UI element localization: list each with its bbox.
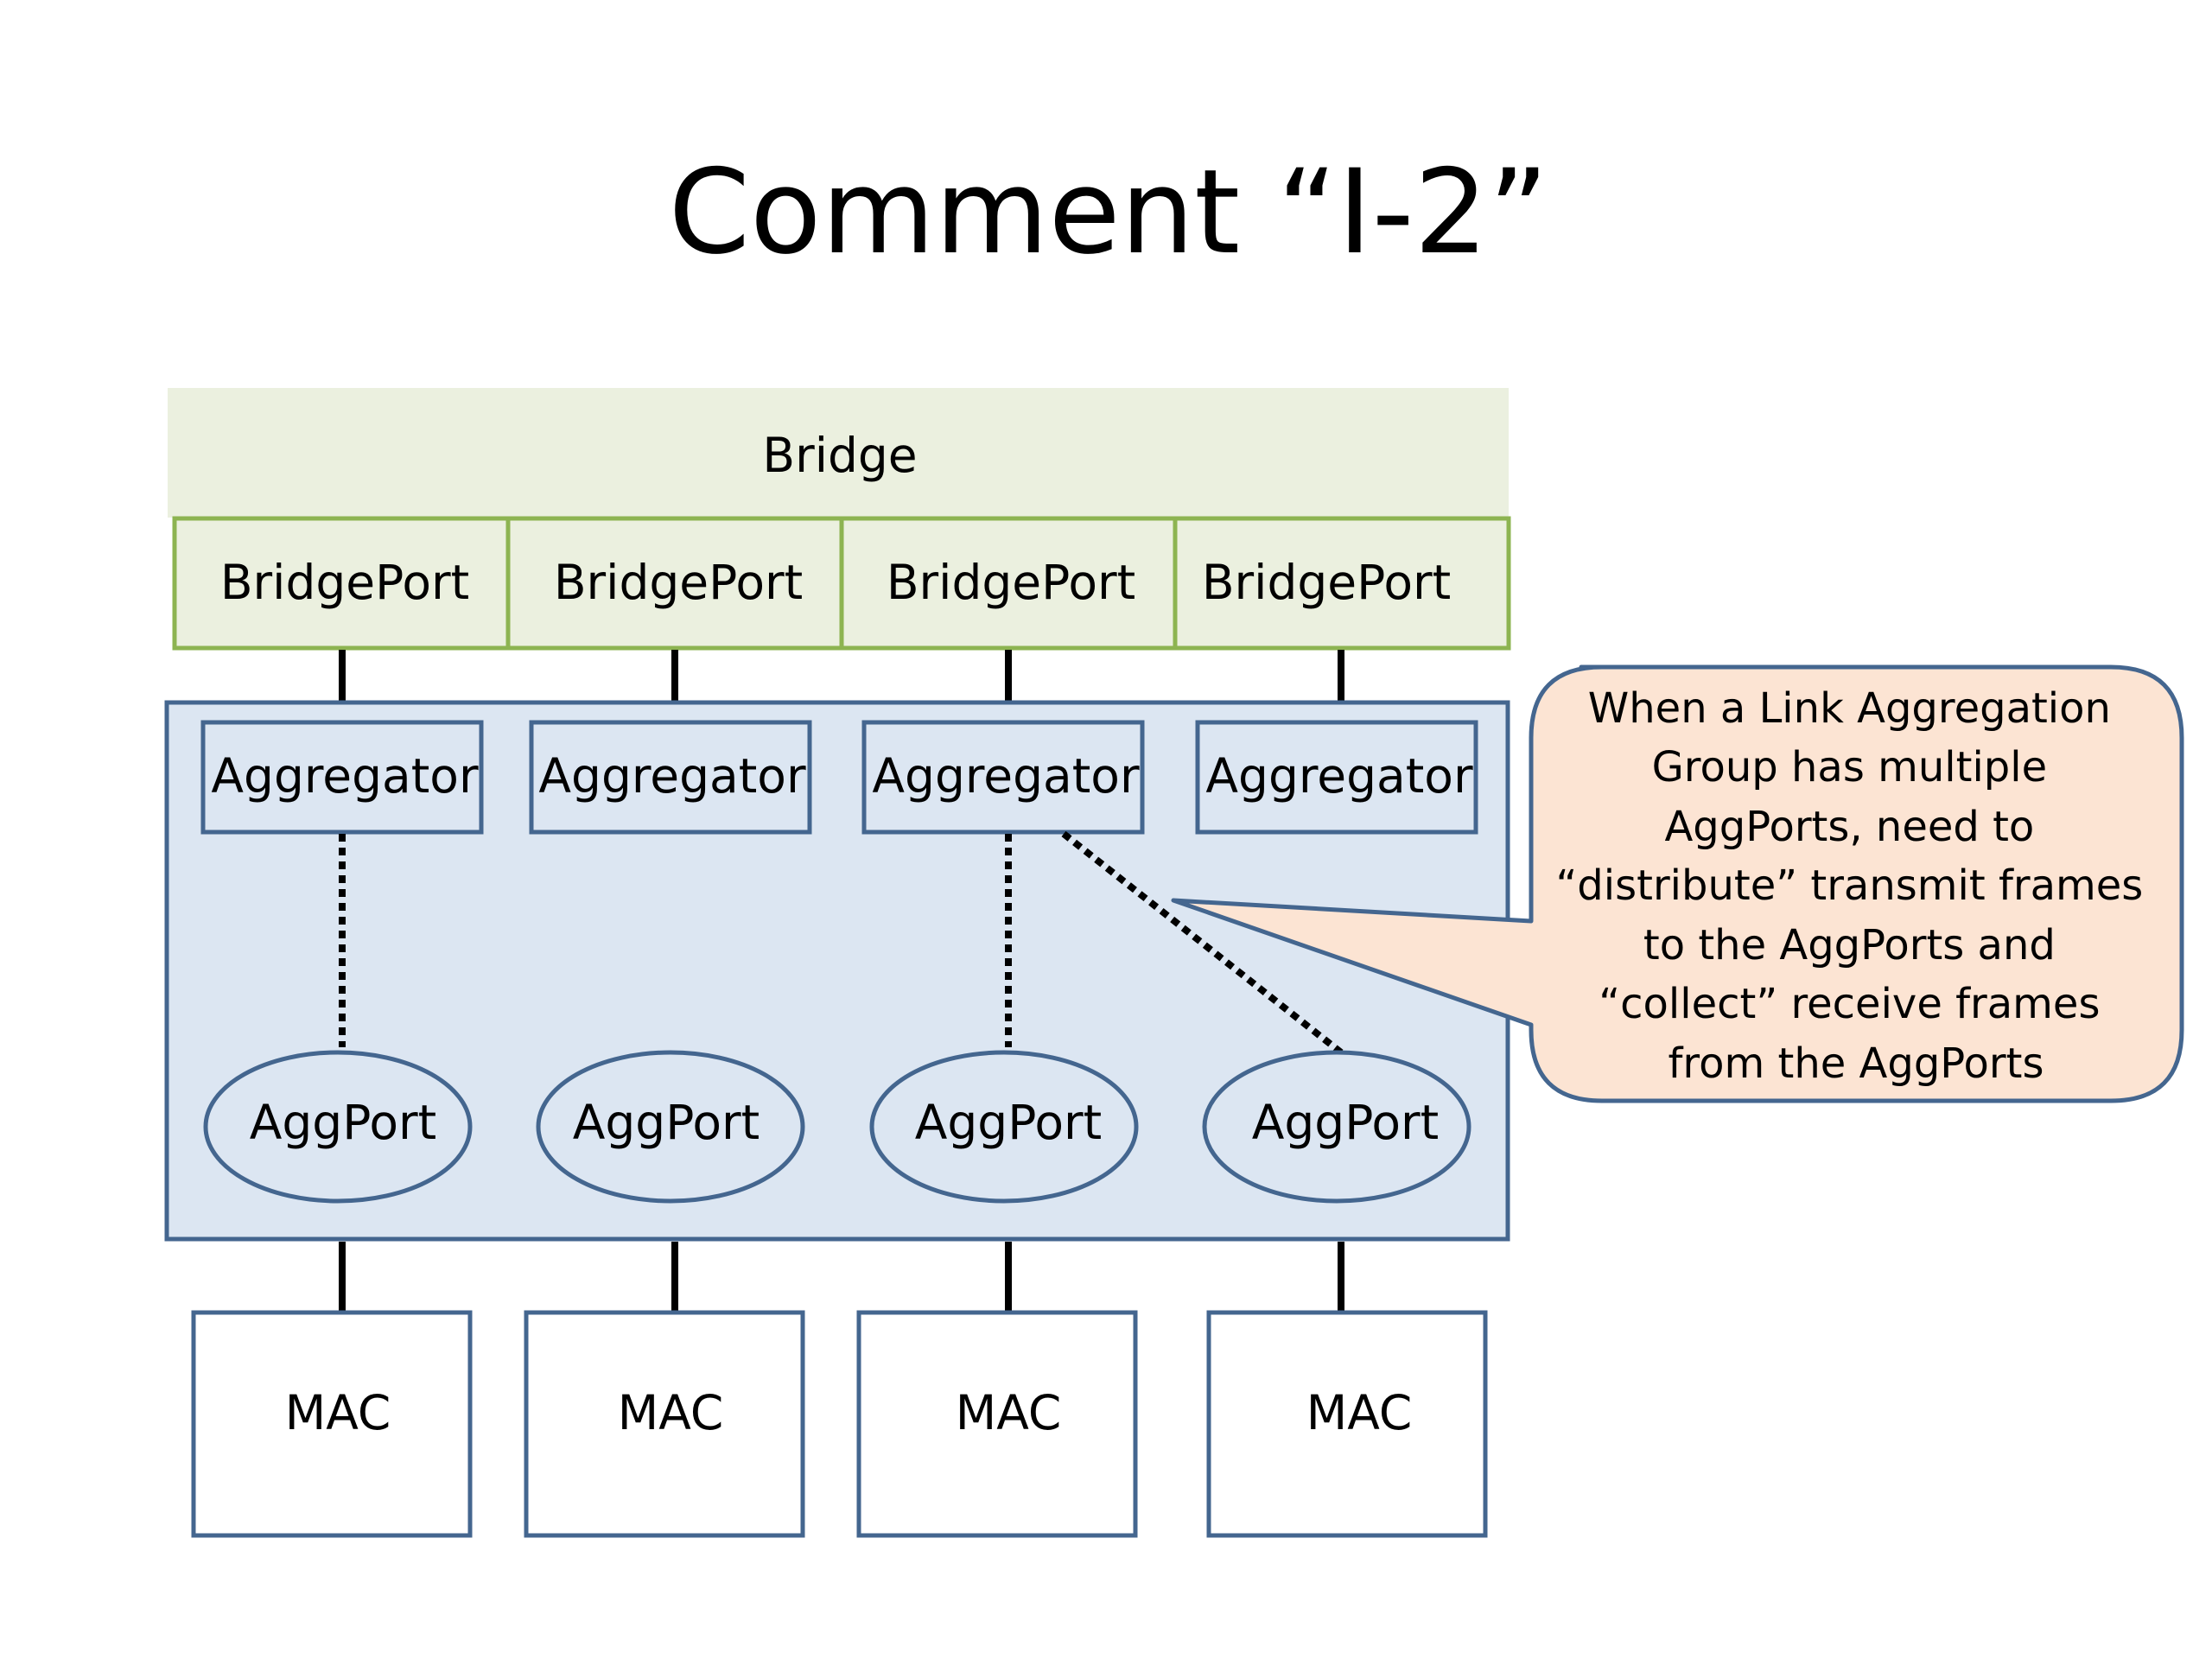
aggport-3: AggPort xyxy=(869,1050,1139,1204)
bridge-label: Bridge xyxy=(762,428,917,483)
aggregator-label: Aggregator xyxy=(538,748,806,804)
mac-2: MAC xyxy=(524,1310,805,1538)
mac-label: MAC xyxy=(1306,1385,1413,1440)
aggport-label: AggPort xyxy=(250,1095,436,1150)
mac-label: MAC xyxy=(285,1385,391,1440)
callout-line: When a Link Aggregation xyxy=(1588,684,2111,733)
callout-line: from the AggPorts xyxy=(1669,1039,2044,1088)
mac-connectors xyxy=(339,1242,1344,1313)
mac-3: MAC xyxy=(856,1310,1138,1538)
aggregator-label: Aggregator xyxy=(872,748,1140,804)
aggport-4: AggPort xyxy=(1202,1050,1471,1204)
callout-text: When a Link Aggregation Group has multip… xyxy=(1555,684,2156,1088)
aggport-label: AggPort xyxy=(1252,1095,1439,1150)
bridge-port-2: BridgePort xyxy=(505,516,844,651)
mac-label: MAC xyxy=(956,1385,1062,1440)
bridge-port-label: BridgePort xyxy=(554,555,803,610)
bridge-port-label: BridgePort xyxy=(887,555,1135,610)
aggregator-label: Aggregator xyxy=(211,748,479,804)
bridge-port-3: BridgePort xyxy=(839,516,1178,651)
aggport-label: AggPort xyxy=(915,1095,1102,1150)
mac-4: MAC xyxy=(1206,1310,1488,1538)
callout-bubble xyxy=(1171,664,2184,1103)
aggregation-links xyxy=(339,830,1344,1056)
bridge-port-label: BridgePort xyxy=(1202,555,1451,610)
aggregator-4: Aggregator xyxy=(1195,720,1478,835)
bridge-port-4: BridgePort xyxy=(1173,516,1511,651)
bridge-port-1: BridgePort xyxy=(172,516,511,651)
aggport-2: AggPort xyxy=(536,1050,805,1204)
mac-label: MAC xyxy=(618,1385,724,1440)
callout-line: “distribute” transmit frames xyxy=(1555,861,2143,910)
aggregator-label: Aggregator xyxy=(1205,748,1473,804)
aggport-1: AggPort xyxy=(203,1050,473,1204)
bridge-connectors xyxy=(339,650,1344,702)
aggregator-1: Aggregator xyxy=(200,720,484,835)
dotted-link xyxy=(1061,830,1344,1056)
aggport-label: AggPort xyxy=(573,1095,760,1150)
callout-line: “collect” receive frames xyxy=(1599,980,2100,1028)
callout-line: to the AggPorts and xyxy=(1643,921,2056,969)
callout-line: Group has multiple xyxy=(1652,743,2048,791)
slide-title: Comment “I-2” xyxy=(669,144,1549,280)
bridge-box xyxy=(168,388,1509,518)
aggregator-3: Aggregator xyxy=(861,720,1145,835)
bridge-port-label: BridgePort xyxy=(220,555,469,610)
aggregator-2: Aggregator xyxy=(529,720,812,835)
mac-1: MAC xyxy=(191,1310,473,1538)
callout-line: AggPorts, need to xyxy=(1664,803,2034,851)
